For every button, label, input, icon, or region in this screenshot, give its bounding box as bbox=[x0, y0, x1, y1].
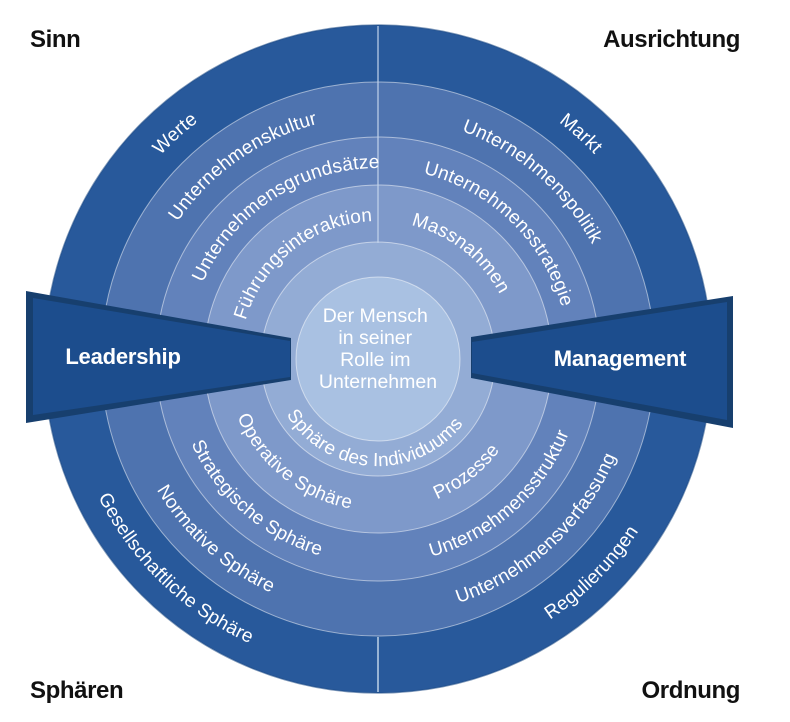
management-label: Management bbox=[554, 346, 687, 371]
center-circle bbox=[295, 276, 461, 442]
corner-label-sphaeren: Sphären bbox=[30, 677, 123, 704]
leadership-wedge bbox=[33, 298, 290, 415]
management-wedge bbox=[472, 302, 727, 420]
center-text-line-4: Unternehmen bbox=[319, 371, 437, 393]
corner-label-ordnung: Ordnung bbox=[641, 677, 740, 704]
center-text-line-3: Rolle im bbox=[340, 349, 410, 371]
corner-label-sinn: Sinn bbox=[30, 26, 80, 53]
corner-label-ausrichtung: Ausrichtung bbox=[603, 26, 740, 53]
center-text: Der Mensch in seiner Rolle im Unternehme… bbox=[319, 305, 437, 393]
center-text-line-1: Der Mensch bbox=[323, 305, 428, 327]
center-text-line-2: in seiner bbox=[338, 327, 412, 349]
leadership-label: Leadership bbox=[65, 344, 180, 369]
